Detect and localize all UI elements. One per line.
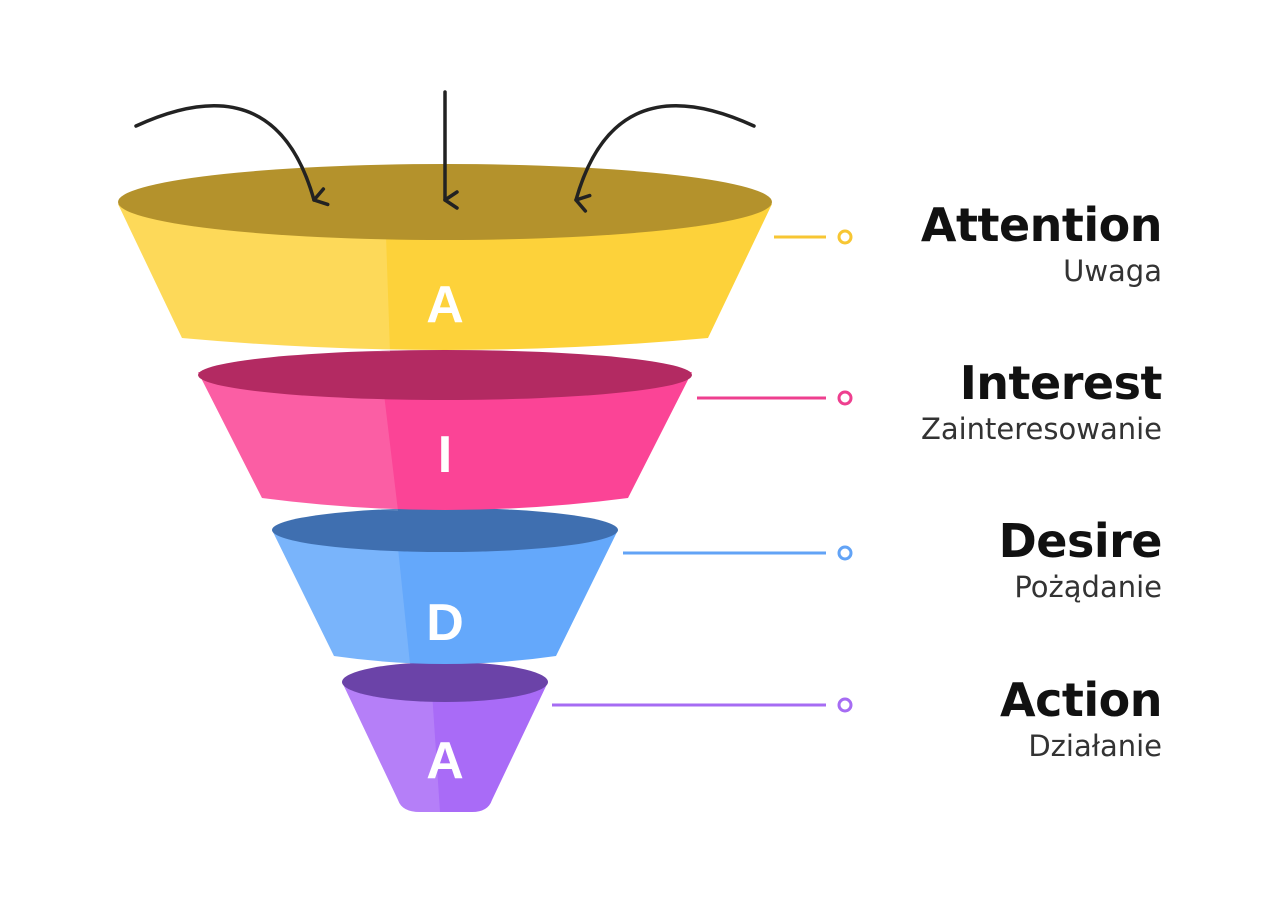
segment-letter: D	[426, 594, 464, 652]
stage-title: Interest	[959, 356, 1163, 410]
segment-top	[272, 508, 618, 552]
funnel-segment-interest: I	[198, 350, 692, 511]
segment-body	[342, 682, 548, 812]
connector-attention	[774, 229, 853, 245]
funnel-segment-desire: D	[272, 508, 618, 664]
label-attention: Attention Uwaga	[920, 198, 1163, 290]
stage-title: Attention	[920, 198, 1163, 252]
stage-title: Action	[1000, 673, 1162, 727]
segment-top	[198, 350, 692, 400]
label-action: Action Działanie	[1000, 673, 1162, 765]
segment-highlight	[118, 204, 390, 352]
connector-dot-icon	[837, 545, 853, 561]
segment-body	[198, 372, 692, 510]
segment-letter: A	[426, 276, 464, 334]
segment-highlight	[272, 530, 410, 664]
connector-dot-icon	[837, 390, 853, 406]
incoming-arrows	[134, 90, 756, 213]
funnel-segment-action: A	[342, 662, 548, 812]
segment-highlight	[198, 372, 398, 511]
stage-subtitle: Pożądanie	[1014, 570, 1162, 604]
segment-highlight	[342, 682, 440, 812]
segment-letter: A	[426, 732, 464, 790]
label-desire: Desire Pożądanie	[998, 514, 1163, 606]
connector-dot-icon	[837, 697, 853, 713]
stage-subtitle: Zainteresowanie	[920, 412, 1162, 446]
arrow-right-icon	[574, 104, 756, 213]
segment-body	[272, 530, 618, 664]
label-interest: Interest Zainteresowanie	[920, 356, 1163, 448]
connector-interest	[697, 390, 853, 406]
connector-action	[552, 697, 853, 713]
connector-dot-icon	[837, 229, 853, 245]
arrow-left-icon	[134, 104, 330, 207]
stage-subtitle: Działanie	[1028, 729, 1162, 763]
connector-desire	[623, 545, 853, 561]
stage-title: Desire	[998, 514, 1163, 568]
segment-top	[342, 662, 548, 702]
segment-letter: I	[438, 426, 452, 484]
segment-body	[118, 204, 772, 350]
stage-subtitle: Uwaga	[1063, 254, 1162, 288]
